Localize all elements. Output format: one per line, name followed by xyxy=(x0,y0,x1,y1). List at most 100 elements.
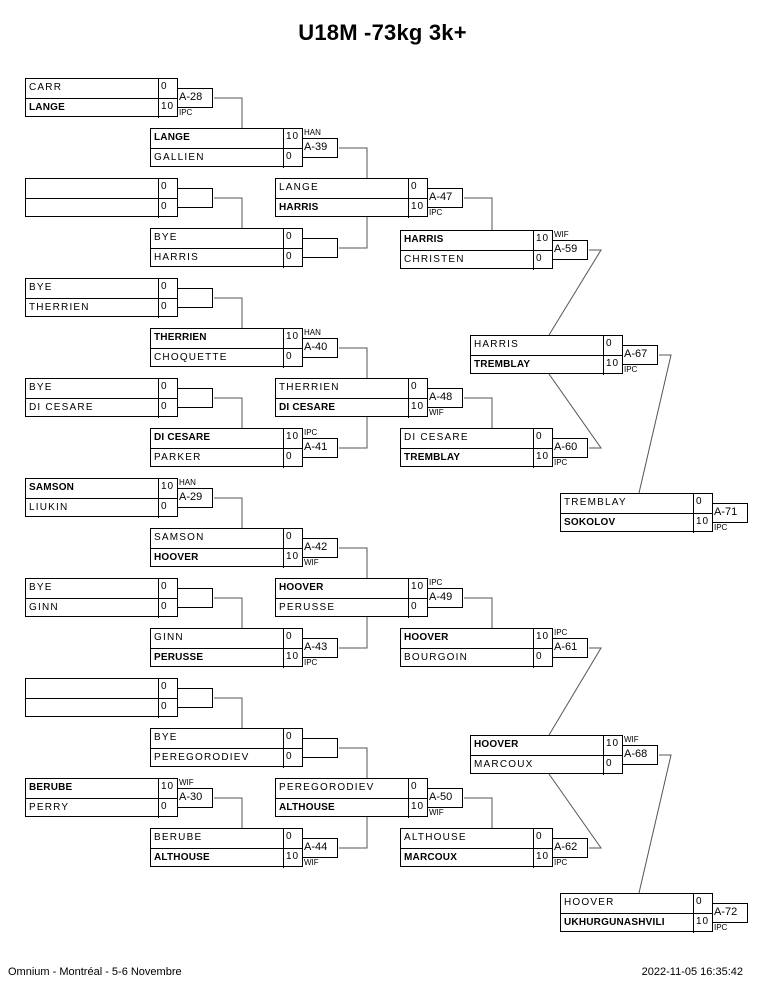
competitor-score: 0 xyxy=(158,398,177,418)
competitor-score: 0 xyxy=(283,448,302,468)
winner-name: THERRIEN xyxy=(154,332,207,343)
competitor-name: GINN xyxy=(154,632,184,643)
connector-line xyxy=(464,197,493,230)
connector-line xyxy=(214,697,243,728)
competitor-name: LANGE xyxy=(279,182,319,193)
competitor-name: HARRIS xyxy=(474,339,519,350)
win-type-tag: HAN xyxy=(179,478,196,487)
competitor-score: 0 xyxy=(533,250,552,270)
winner-name: ALTHOUSE xyxy=(154,852,210,863)
competitor-score: 0 xyxy=(283,348,302,368)
connector-line xyxy=(339,817,368,849)
connector-line xyxy=(548,373,602,449)
competitor-name: MARCOUX xyxy=(474,759,534,770)
competitor-score: 0 xyxy=(158,578,177,598)
win-type-tag: IPC xyxy=(554,458,568,467)
connector-line xyxy=(548,647,602,736)
competitor-name: BYE xyxy=(29,382,53,393)
match-number-label xyxy=(302,738,338,758)
competitor-name: TREMBLAY xyxy=(564,497,627,508)
competitor-score: 0 xyxy=(533,428,552,448)
competitor-row: BYE 0 xyxy=(26,578,177,598)
match-number-label: A-48 xyxy=(427,388,463,408)
competitor-score: 0 xyxy=(158,598,177,618)
competitor-row: BYE 0 xyxy=(26,378,177,398)
winner-name: HOOVER xyxy=(279,582,324,593)
match-number-label xyxy=(177,688,213,708)
competitor-score: 10 xyxy=(158,98,177,118)
match-number-label: A-40 xyxy=(302,338,338,358)
competitor-score: 0 xyxy=(283,248,302,268)
match-number-label: A-50 xyxy=(427,788,463,808)
connector-line xyxy=(214,597,243,628)
winner-name: HOOVER xyxy=(474,739,519,750)
win-type-tag: IPC xyxy=(179,108,193,117)
competitor-row: LANGE 10 xyxy=(151,128,302,148)
connector-line xyxy=(548,773,602,849)
competitor-row: DI CESARE 0 xyxy=(401,428,552,448)
win-type-tag: IPC xyxy=(304,428,318,437)
match-number-label xyxy=(177,388,213,408)
competitor-row: DI CESARE 0 xyxy=(26,398,177,418)
match-box-r1-4: BYE 0 DI CESARE 0 xyxy=(25,378,178,418)
competitor-score: 0 xyxy=(533,648,552,668)
connector-line xyxy=(464,797,493,828)
win-type-tag: IPC xyxy=(624,365,638,374)
event-name: Omnium - Montréal - 5-6 Novembre xyxy=(8,966,182,978)
winner-name: HARRIS xyxy=(279,202,319,213)
winner-name: LANGE xyxy=(154,132,190,143)
competitor-name: BYE xyxy=(154,232,178,243)
competitor-name: PEREGORODIEV xyxy=(279,782,375,793)
competitor-score: 0 xyxy=(158,278,177,298)
competitor-name: HOOVER xyxy=(564,897,615,908)
match-number-label: A-49 xyxy=(427,588,463,608)
competitor-name: DI CESARE xyxy=(404,432,469,443)
competitor-score: 10 xyxy=(603,355,622,375)
competitor-score: 10 xyxy=(408,398,427,418)
win-type-tag: HAN xyxy=(304,128,321,137)
competitor-score: 0 xyxy=(158,378,177,398)
connector-line xyxy=(214,497,243,528)
win-type-tag: WIF xyxy=(304,558,319,567)
competitor-name: THERRIEN xyxy=(279,382,340,393)
win-type-tag: WIF xyxy=(429,408,444,417)
competitor-score: 0 xyxy=(158,798,177,818)
competitor-score: 10 xyxy=(283,128,302,148)
match-number-label: A-29 xyxy=(177,488,213,508)
competitor-score: 10 xyxy=(408,198,427,218)
competitor-name: CHRISTEN xyxy=(404,254,465,265)
match-number-label xyxy=(177,188,213,208)
competitor-name: BYE xyxy=(29,582,53,593)
winner-name: DI CESARE xyxy=(279,402,336,413)
competitor-score: 10 xyxy=(283,328,302,348)
connector-line xyxy=(339,217,368,249)
competitor-score: 0 xyxy=(408,378,427,398)
match-number-label: A-67 xyxy=(622,345,658,365)
competitor-name: DI CESARE xyxy=(29,402,94,413)
competitor-name: GINN xyxy=(29,602,59,613)
connector-line xyxy=(214,97,243,128)
winner-name: MARCOUX xyxy=(404,852,458,863)
win-type-tag: IPC xyxy=(554,628,568,637)
match-number-label: A-28 xyxy=(177,88,213,108)
competitor-name: BOURGOIN xyxy=(404,652,469,663)
